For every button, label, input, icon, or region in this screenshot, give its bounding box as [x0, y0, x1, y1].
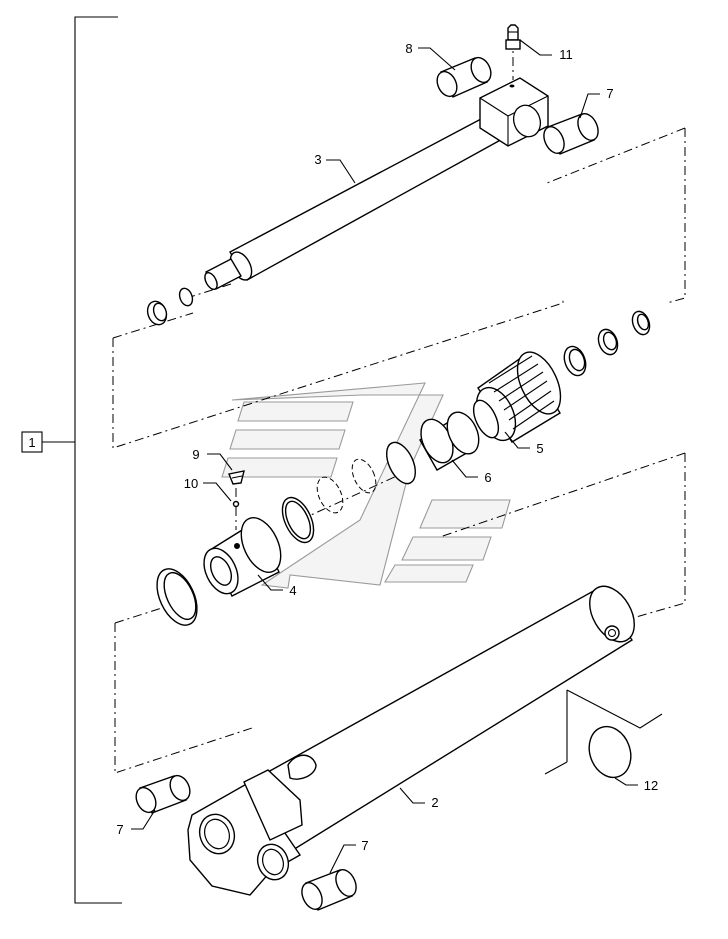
callout-12: 12 [644, 778, 658, 793]
callouts: 1 8 11 7 3 5 6 9 10 4 2 7 7 12 [28, 41, 658, 853]
callout-4: 4 [289, 583, 296, 598]
callout-3: 3 [314, 152, 321, 167]
callout-7-bottom: 7 [361, 838, 368, 853]
assembly-bracket [21, 16, 122, 904]
callout-9: 9 [192, 447, 199, 462]
set-screw [228, 470, 245, 485]
callout-8: 8 [405, 41, 412, 56]
bushing-rod-top [436, 56, 492, 98]
bushing-barrel-bottom [301, 869, 357, 911]
assembly-label-box [21, 431, 43, 453]
callout-5: 5 [536, 441, 543, 456]
callout-10: 10 [184, 476, 198, 491]
o-ring [588, 725, 632, 779]
leader-lines [131, 39, 638, 874]
bushing-rod-right [543, 113, 599, 155]
rod-end-seals [146, 287, 194, 326]
piston [203, 517, 282, 597]
callout-11: 11 [559, 47, 573, 62]
callout-assembly: 1 [28, 435, 35, 450]
bushing-barrel-left [135, 774, 191, 814]
watermark-logo [221, 382, 511, 589]
callout-7-top: 7 [606, 86, 613, 101]
cylinder-barrel [187, 585, 663, 896]
grease-fitting [505, 24, 521, 50]
piston-seal-ring [156, 568, 198, 626]
gland [472, 351, 562, 443]
callout-2: 2 [431, 795, 438, 810]
check-ball [232, 500, 240, 508]
gland-seal-rings [563, 310, 651, 377]
callout-6: 6 [484, 470, 491, 485]
piston-rod [204, 77, 549, 290]
piston-seals [281, 441, 417, 544]
guide-lines [112, 38, 686, 774]
callout-7-left: 7 [116, 822, 123, 837]
wear-ring [419, 411, 480, 471]
